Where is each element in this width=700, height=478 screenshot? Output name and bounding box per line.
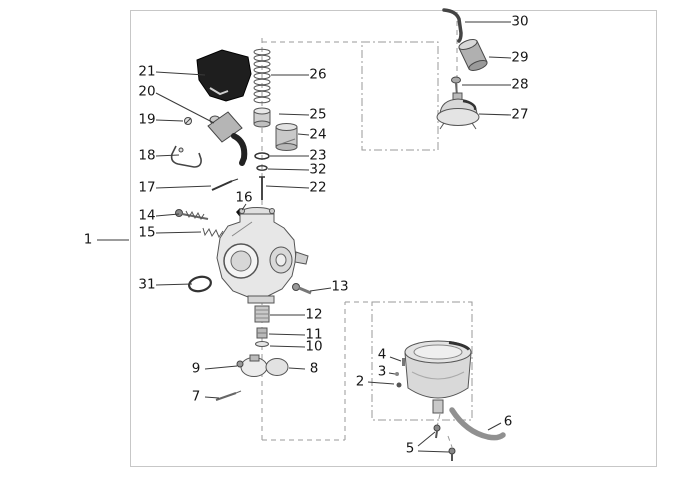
leader-line-25: [278, 113, 310, 116]
leader-line-18: [155, 154, 180, 157]
part-callout-9[interactable]: 9: [191, 360, 201, 377]
leader-line-5: [417, 450, 450, 453]
leader-line-22: [265, 185, 310, 189]
leader-line-29: [488, 56, 512, 59]
carburetor-body-drawing: [216, 207, 309, 304]
leader-line-16: [241, 203, 247, 211]
part-callout-17[interactable]: 17: [138, 179, 156, 196]
part-callout-8[interactable]: 8: [309, 360, 319, 377]
leader-line-7: [204, 396, 220, 399]
bracket-18-drawing: [170, 145, 202, 168]
subassembly-box-bottom: [371, 301, 473, 421]
leader-line-20: [155, 92, 215, 124]
main-jet-11-drawing: [256, 327, 268, 339]
screw-14-drawing: [175, 209, 209, 221]
part-callout-20[interactable]: 20: [138, 83, 156, 100]
part-callout-24[interactable]: 24: [309, 126, 327, 143]
small-part-3-drawing: [395, 372, 399, 376]
part-callout-12[interactable]: 12: [305, 306, 323, 323]
leader-line-11: [268, 333, 306, 336]
needle-17-drawing: [211, 178, 239, 191]
bowl-screws-drawing: [433, 424, 456, 461]
leader-line-24: [297, 133, 310, 136]
leader-line-4: [389, 356, 402, 362]
spring-drawing: [253, 48, 271, 104]
float-valve-9-drawing: [236, 360, 244, 368]
part-callout-27[interactable]: 27: [511, 106, 529, 123]
assembly-guides: [261, 12, 473, 448]
part-callout-19[interactable]: 19: [138, 111, 156, 128]
part-callout-3[interactable]: 3: [377, 363, 387, 380]
leader-line-31: [155, 283, 193, 286]
float-bowl-drawing: [404, 340, 472, 414]
choke-assembly-drawing: [207, 111, 248, 166]
leader-line-15: [155, 231, 202, 234]
screw-13-drawing: [292, 283, 312, 295]
leader-line-9: [204, 365, 238, 370]
rubber-boot-drawing: [196, 49, 252, 102]
part-callout-32[interactable]: 32: [309, 161, 327, 178]
leader-lines: [97, 21, 512, 453]
spring-seat-drawing: [253, 107, 271, 128]
part-callout-1[interactable]: 1: [83, 231, 93, 248]
part-callout-29[interactable]: 29: [511, 49, 529, 66]
leader-line-32: [267, 168, 310, 171]
jet-needle-drawing: [259, 176, 265, 200]
leader-line-17: [155, 185, 212, 189]
leader-line-14: [155, 213, 180, 217]
part-callout-11[interactable]: 11: [305, 326, 323, 343]
leader-line-13: [309, 287, 332, 292]
leader-line-19: [155, 119, 184, 122]
part-callout-23[interactable]: 23: [309, 147, 327, 164]
leader-line-10: [269, 345, 306, 348]
part-callout-16[interactable]: 16: [235, 189, 253, 206]
carb-top-cover-27-drawing: [436, 92, 480, 130]
jet-holder-12-drawing: [254, 305, 270, 323]
subassembly-box-top: [361, 41, 439, 151]
throttle-slide-drawing: [275, 123, 298, 151]
part-callout-31[interactable]: 31: [138, 276, 156, 293]
leader-line-3: [388, 372, 396, 375]
part-callout-15[interactable]: 15: [138, 224, 156, 241]
leader-line-2: [367, 381, 395, 385]
part-callout-30[interactable]: 30: [511, 13, 529, 30]
part-callout-7[interactable]: 7: [191, 388, 201, 405]
plunger-29-drawing: [458, 39, 488, 71]
leader-line-21: [155, 71, 206, 76]
drain-hose-drawing: [449, 407, 506, 441]
part-callout-2[interactable]: 2: [355, 373, 365, 390]
small-part-4-drawing: [402, 358, 405, 366]
clip-19-drawing: [184, 117, 192, 125]
leader-line-5: [417, 431, 436, 447]
part-callout-5[interactable]: 5: [405, 440, 415, 457]
part-callout-14[interactable]: 14: [138, 207, 156, 224]
part-callout-10[interactable]: 10: [305, 338, 323, 355]
leader-line-8: [288, 367, 306, 370]
part-callout-25[interactable]: 25: [309, 106, 327, 123]
vent-tube-30-drawing: [442, 8, 463, 43]
leader-line-6: [487, 422, 502, 431]
washer-32-drawing: [256, 165, 268, 171]
ring-23-drawing: [254, 152, 270, 160]
part-callout-28[interactable]: 28: [511, 76, 529, 93]
part-callout-22[interactable]: 22: [309, 179, 327, 196]
part-callout-26[interactable]: 26: [309, 66, 327, 83]
o-ring-31-drawing: [188, 275, 212, 293]
part-callout-6[interactable]: 6: [503, 413, 513, 430]
part-callout-4[interactable]: 4: [377, 346, 387, 363]
part-callout-18[interactable]: 18: [138, 147, 156, 164]
part-callout-21[interactable]: 21: [138, 63, 156, 80]
float-8-drawing: [240, 354, 289, 377]
leader-line-27: [478, 113, 512, 116]
part-callout-13[interactable]: 13: [331, 278, 349, 295]
small-part-2-drawing: [396, 382, 402, 388]
float-pin-7-drawing: [215, 390, 242, 401]
washer-10-drawing: [255, 341, 269, 347]
